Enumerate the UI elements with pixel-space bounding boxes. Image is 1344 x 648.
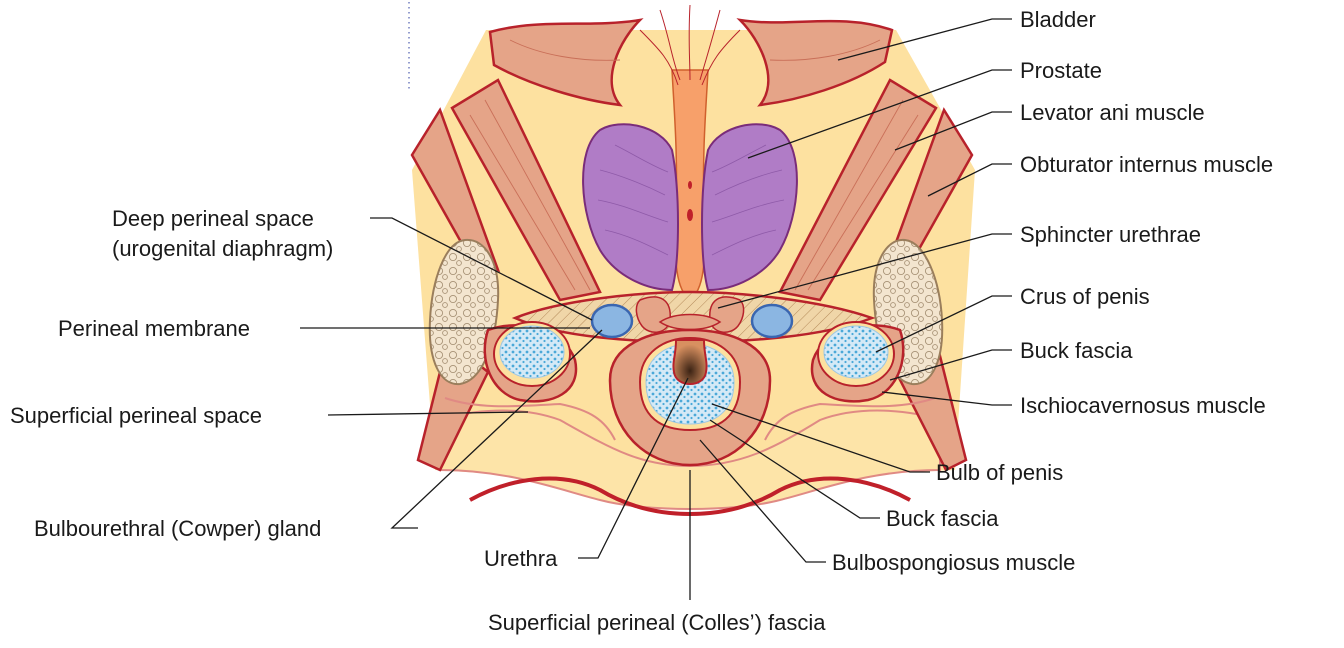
label-ischiocavernosus: Ischiocavernosus muscle [1020,393,1266,418]
urethral-lumen-dot [687,209,693,221]
label-buck-fascia-right: Buck fascia [1020,338,1133,363]
label-deep-perineal-space: Deep perineal space [112,206,314,231]
crus-of-penis-left [485,322,576,401]
bulbourethral-gland-left [592,305,632,337]
crus-of-penis-right [812,322,903,401]
label-crus-of-penis: Crus of penis [1020,284,1150,309]
label-deep-perineal-space-sub: (urogenital diaphragm) [112,236,333,261]
label-prostate: Prostate [1020,58,1102,83]
label-superficial-perineal-space: Superficial perineal space [10,403,262,428]
urethral-lumen-dot [688,181,692,189]
bulbourethral-gland-right [752,305,792,337]
label-colles-fascia: Superficial perineal (Colles’) fascia [488,610,826,635]
label-levator-ani: Levator ani muscle [1020,100,1205,125]
label-bulbospongiosus: Bulbospongiosus muscle [832,550,1075,575]
label-bladder: Bladder [1020,7,1096,32]
label-urethra: Urethra [484,546,558,571]
label-bulbourethral-gland: Bulbourethral (Cowper) gland [34,516,321,541]
label-obturator-internus: Obturator internus muscle [1020,152,1273,177]
label-bulb-of-penis: Bulb of penis [936,460,1063,485]
label-buck-fascia-lower: Buck fascia [886,506,999,531]
label-sphincter-urethrae: Sphincter urethrae [1020,222,1201,247]
label-perineal-membrane: Perineal membrane [58,316,250,341]
